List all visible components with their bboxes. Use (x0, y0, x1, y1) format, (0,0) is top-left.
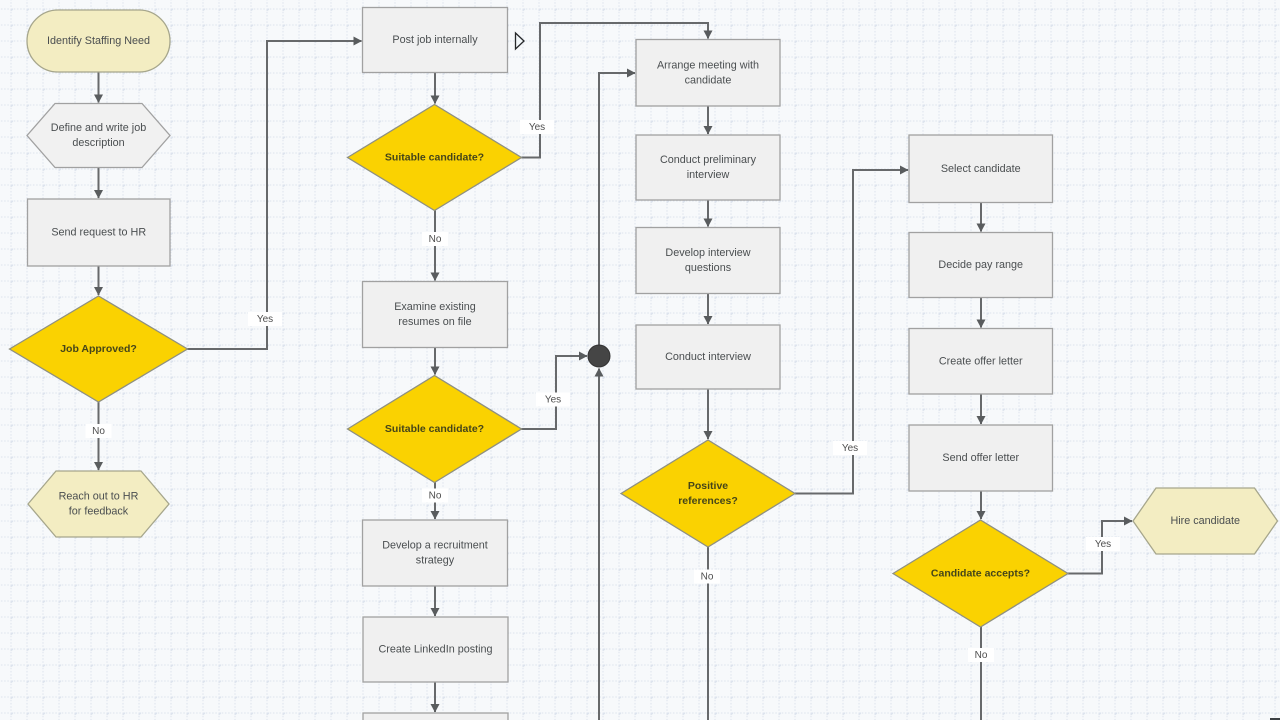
svg-text:Yes: Yes (1095, 539, 1111, 550)
svg-text:for feedback: for feedback (69, 506, 129, 518)
svg-text:Job Approved?: Job Approved? (60, 343, 137, 355)
svg-text:Suitable candidate?: Suitable candidate? (385, 152, 484, 164)
svg-text:references?: references? (678, 495, 738, 507)
svg-text:Candidate accepts?: Candidate accepts? (931, 568, 1030, 580)
svg-text:description: description (72, 137, 124, 149)
svg-text:Arrange meeting with: Arrange meeting with (657, 59, 759, 71)
svg-text:Identify Staffing Need: Identify Staffing Need (47, 35, 150, 47)
svg-text:No: No (975, 650, 988, 661)
svg-text:No: No (429, 234, 442, 245)
svg-text:strategy: strategy (416, 555, 455, 567)
svg-text:Decide pay range: Decide pay range (938, 259, 1023, 271)
svg-text:Define and write job: Define and write job (51, 122, 146, 134)
svg-text:Conduct preliminary: Conduct preliminary (660, 154, 757, 166)
svg-text:Develop interview: Develop interview (665, 247, 750, 259)
svg-text:Examine existing: Examine existing (394, 301, 476, 313)
svg-text:No: No (92, 426, 105, 437)
svg-text:Yes: Yes (545, 395, 561, 406)
svg-text:Select candidate: Select candidate (941, 163, 1021, 175)
svg-text:No: No (701, 572, 714, 583)
svg-text:Develop a recruitment: Develop a recruitment (382, 540, 488, 552)
svg-text:Suitable candidate?: Suitable candidate? (385, 423, 484, 435)
svg-text:Hire candidate: Hire candidate (1170, 515, 1240, 527)
svg-text:Reach out to HR: Reach out to HR (59, 491, 139, 503)
svg-text:questions: questions (685, 262, 732, 274)
svg-text:Yes: Yes (529, 122, 545, 133)
svg-text:Positive: Positive (688, 480, 728, 492)
svg-text:Create LinkedIn posting: Create LinkedIn posting (378, 644, 492, 656)
svg-text:Yes: Yes (257, 314, 273, 325)
svg-text:Conduct interview: Conduct interview (665, 351, 751, 363)
svg-text:interview: interview (687, 169, 730, 181)
svg-text:Post job internally: Post job internally (392, 34, 478, 46)
svg-text:Send offer letter: Send offer letter (942, 452, 1019, 464)
svg-text:candidate: candidate (685, 74, 732, 86)
svg-text:Send request to HR: Send request to HR (51, 227, 146, 239)
svg-text:No: No (429, 491, 442, 502)
svg-text:Create offer letter: Create offer letter (939, 355, 1023, 367)
svg-text:Yes: Yes (842, 443, 858, 454)
svg-text:resumes on file: resumes on file (398, 316, 471, 328)
